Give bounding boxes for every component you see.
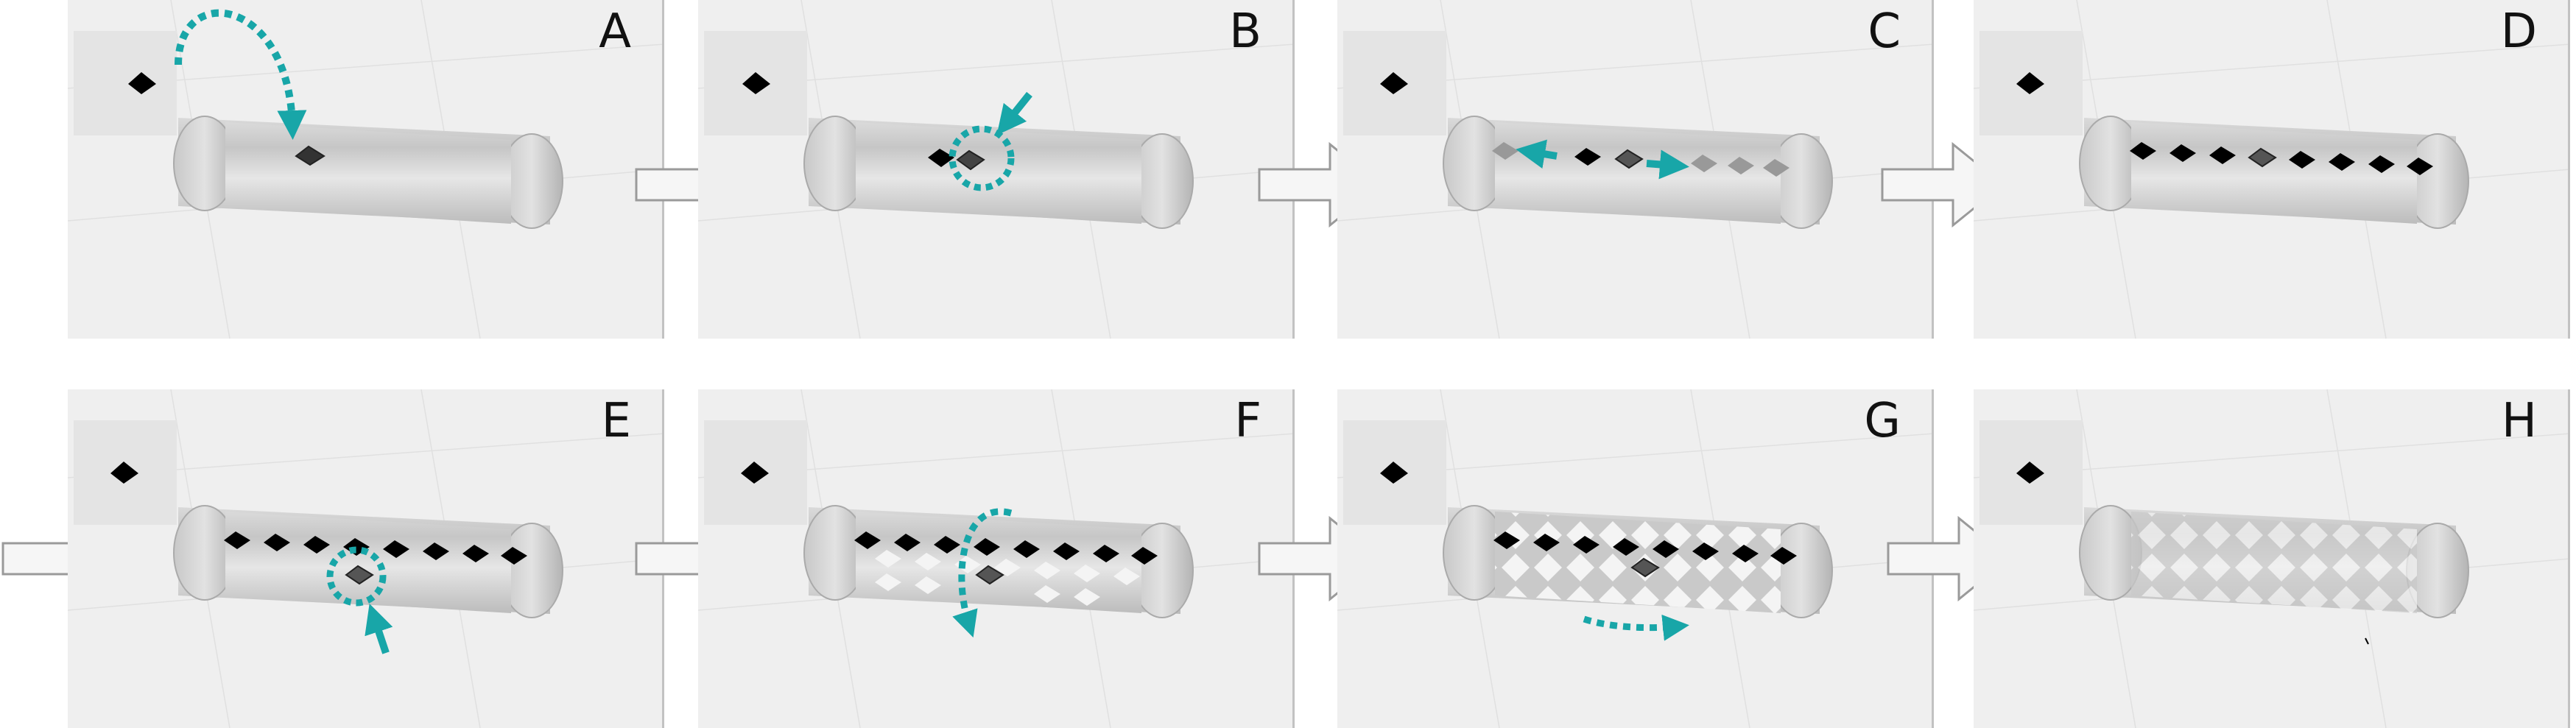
viewport-scene: [1974, 0, 2568, 339]
offset-path-arrow: [1583, 614, 1689, 641]
hole-row: [1493, 531, 1797, 565]
hole-template-icon: [1380, 72, 1408, 94]
cylinder-model: [1443, 505, 1833, 618]
panel-letter: E: [601, 394, 631, 448]
panel-letter: D: [2500, 4, 2537, 59]
hole-template-icon: [741, 462, 769, 484]
hole-selected: [1630, 557, 1660, 578]
hole-template-icon: [110, 462, 138, 484]
panel-e: E: [68, 389, 664, 728]
panel-f: F: [698, 389, 1295, 728]
hole-template-icon: [2016, 462, 2044, 484]
hole-row-preview: [1492, 142, 1790, 177]
thumbnail-box: [74, 31, 177, 135]
cylinder-model: [2079, 116, 2469, 229]
hole-template-icon: [128, 72, 156, 94]
hole-selected: [975, 565, 1004, 585]
panel-h: H: [1974, 389, 2570, 728]
viewport-scene: [1337, 389, 1932, 728]
pointer-arrow: [365, 604, 393, 654]
cursor-mark: [2365, 637, 2369, 645]
cylinder-model: [173, 116, 563, 229]
cylinder-model: [173, 505, 563, 618]
panel-letter: A: [599, 4, 631, 59]
array-arrow-left: [1516, 139, 1558, 169]
hole-template-icon: [1380, 462, 1408, 484]
hole: [928, 149, 954, 167]
panel-letter: C: [1868, 4, 1901, 59]
panel-letter: H: [2501, 394, 2537, 448]
hole-selected: [345, 565, 374, 585]
viewport-scene: [68, 389, 662, 728]
hole: [295, 145, 325, 166]
panel-letter: B: [1229, 4, 1261, 59]
cylinder-model: [803, 116, 1194, 229]
panel-a: A: [68, 0, 664, 339]
rotate-path-arrow: [952, 508, 1013, 638]
hole-pattern-preview: [875, 550, 1140, 606]
array-arrow-right: [1646, 149, 1689, 180]
hole-row: [854, 531, 1158, 565]
panel-b: B: [698, 0, 1295, 339]
cylinder-model: [2079, 505, 2469, 618]
viewport-scene: [68, 0, 662, 339]
hole-selected: [956, 149, 985, 171]
panel-g: G: [1337, 389, 1934, 728]
hole-template-icon: [742, 72, 770, 94]
selection-highlight: [326, 546, 387, 607]
cylinder-model: [803, 505, 1194, 618]
panel-letter: G: [1864, 394, 1901, 448]
panel-c: C: [1337, 0, 1934, 339]
panel-d: D: [1974, 0, 2570, 339]
hole-template-icon: [2016, 72, 2044, 94]
viewport-scene: [1974, 389, 2568, 728]
viewport-scene: [698, 389, 1292, 728]
panel-letter: F: [1234, 394, 1261, 448]
drag-path-arrow: [175, 9, 307, 140]
pointer-arrow: [996, 91, 1032, 135]
viewport-scene: [698, 0, 1292, 339]
selection-highlight: [949, 125, 1015, 191]
viewport-scene: [1337, 0, 1932, 339]
hole-row: [2130, 142, 2433, 175]
